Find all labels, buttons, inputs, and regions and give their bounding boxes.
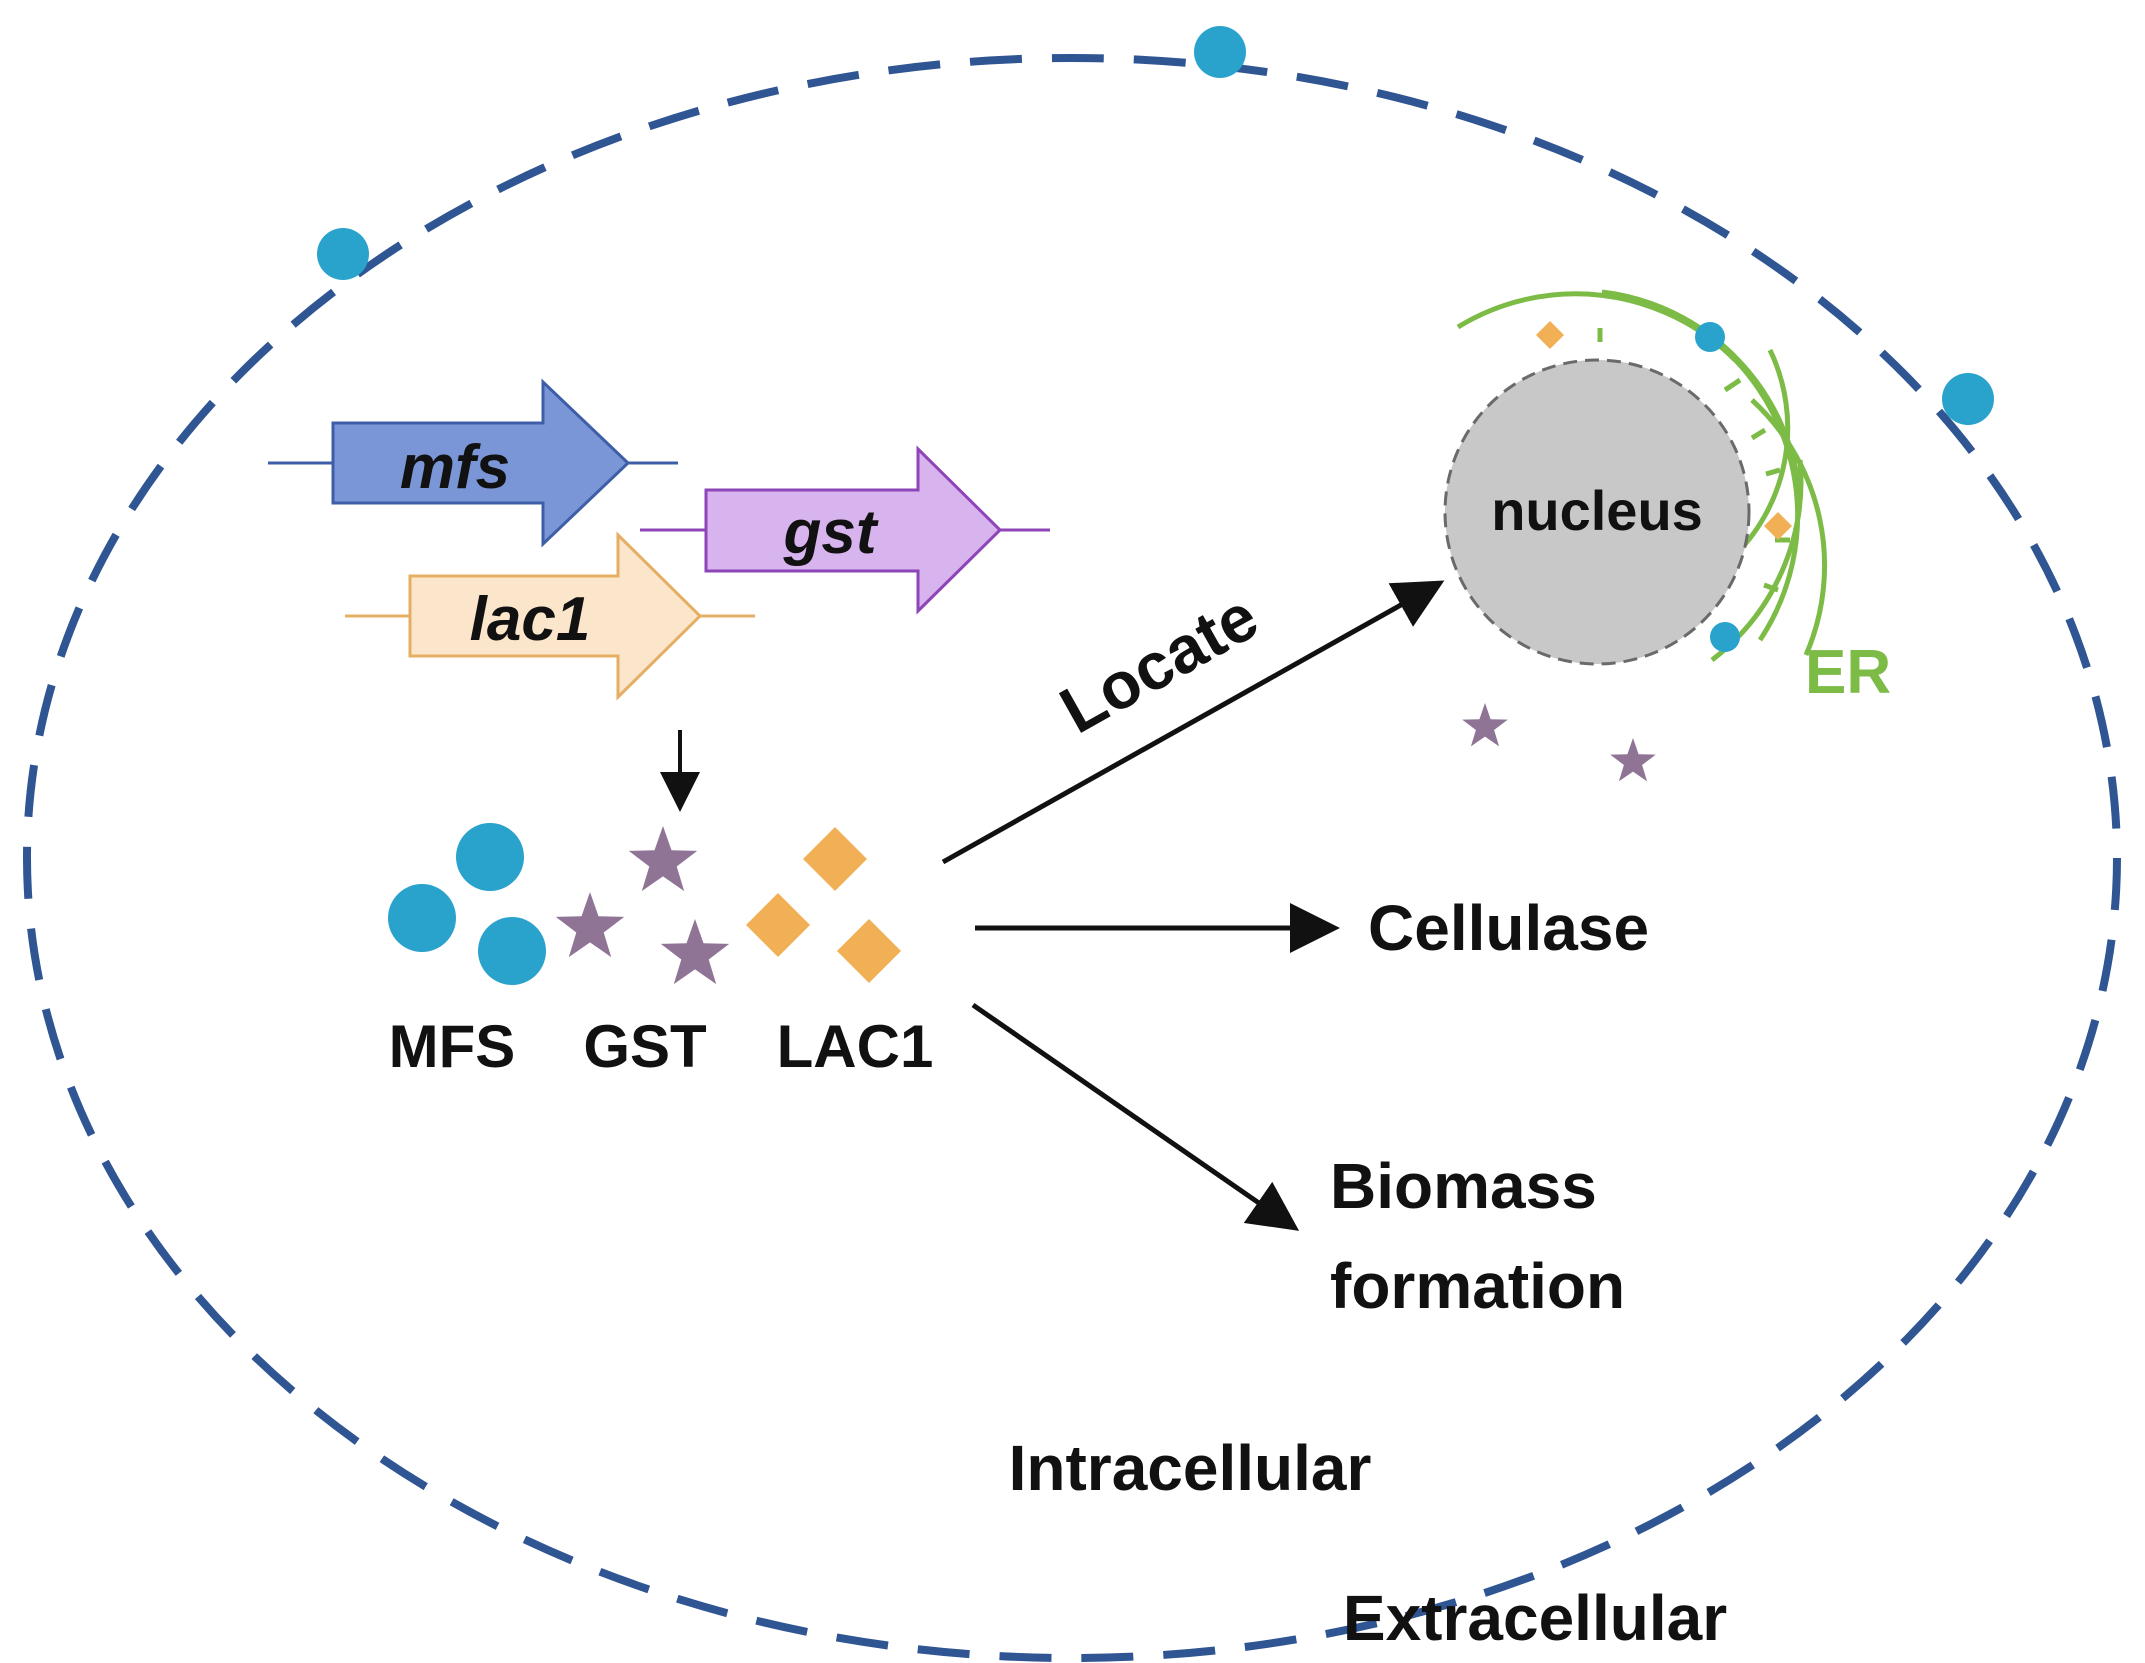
gst-protein-icon (555, 892, 625, 958)
gst-protein-near-nucleus-icon (1610, 738, 1656, 782)
locate-label: Locate (1048, 579, 1270, 748)
mfs-protein-icon (456, 823, 524, 891)
lac1-protein-on-er-icon (1536, 321, 1564, 349)
lac1-protein-icon (746, 893, 810, 957)
gst-protein-icon (660, 919, 730, 985)
lac1-protein-icon (837, 919, 901, 983)
protein-label-lac1: LAC1 (777, 1013, 934, 1080)
nucleus-label: nucleus (1491, 479, 1703, 542)
cellulase-label: Cellulase (1368, 892, 1649, 964)
mfs-protein-icon (388, 884, 456, 952)
gene-lac1: lac1 (345, 531, 755, 701)
gene-lac1-arrow (408, 531, 703, 701)
biomass-label-line1: Biomass (1330, 1150, 1597, 1222)
gst-protein-near-nucleus-icon (1462, 703, 1508, 747)
mfs-protein-group (388, 823, 546, 985)
gene-gst-label: gst (783, 498, 879, 567)
extracellular-label: Extracellular (1343, 1582, 1727, 1654)
gene-mfs-arrow (331, 378, 631, 548)
locate-arrow (941, 580, 1445, 865)
gene-gst-arrow (704, 445, 1003, 615)
gst-protein-group (555, 826, 730, 985)
er-membrane (1456, 289, 1828, 662)
gene-gst: gst (640, 445, 1050, 615)
biomass-arrow (971, 1002, 1300, 1231)
er-label: ER (1805, 638, 1891, 707)
lac1-protein-icon (803, 827, 867, 891)
lac1-protein-group (746, 827, 901, 983)
mfs-protein-icon (478, 917, 546, 985)
mfs-protein-on-er-icon (1710, 622, 1740, 652)
gene-mfs-label: mfs (400, 433, 510, 502)
biomass-label-line2: formation (1330, 1250, 1625, 1322)
nucleus (1443, 358, 1751, 666)
gene-lac1-label: lac1 (470, 585, 591, 654)
gene-mfs: mfs (268, 378, 678, 548)
cell-membrane (23, 54, 2121, 1662)
protein-label-mfs: MFS (389, 1013, 516, 1080)
membrane-protein-dot (1942, 373, 1994, 425)
intracellular-label: Intracellular (1009, 1432, 1372, 1504)
gst-protein-icon (628, 826, 698, 892)
protein-label-gst: GST (583, 1013, 706, 1080)
membrane-protein-dot (317, 228, 369, 280)
lac1-protein-on-er-icon (1764, 512, 1792, 540)
mfs-protein-on-er-icon (1695, 322, 1725, 352)
membrane-protein-dot (1194, 26, 1246, 78)
